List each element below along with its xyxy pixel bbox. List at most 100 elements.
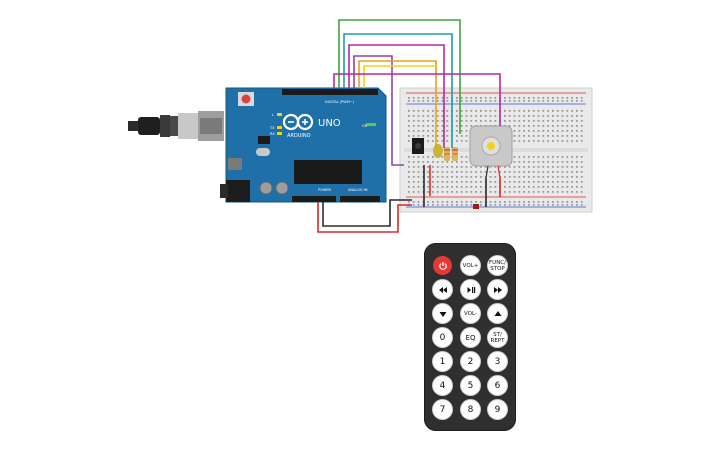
breadboard-hole	[484, 110, 487, 112]
breadboard-hole	[441, 171, 444, 173]
digit-2-button[interactable]: 2	[461, 352, 480, 371]
breadboard-hole	[456, 166, 458, 168]
digit-8-button[interactable]: 8	[461, 400, 480, 419]
fast-forward-button[interactable]	[488, 280, 507, 299]
breadboard-hole	[441, 125, 444, 127]
rewind-button[interactable]	[433, 280, 452, 299]
breadboard-hole	[571, 166, 573, 168]
breadboard-hole	[528, 110, 530, 112]
breadboard-hole	[436, 110, 439, 112]
breadboard-hole	[480, 181, 482, 183]
digit-5-button[interactable]: 5	[461, 376, 480, 395]
analog-header	[340, 196, 380, 202]
ir-receiver[interactable]	[412, 138, 424, 154]
power-button[interactable]	[433, 256, 452, 275]
up-button[interactable]	[488, 304, 507, 323]
breadboard-hole	[465, 191, 468, 193]
digit-4-button[interactable]: 4	[433, 376, 452, 395]
breadboard-hole	[528, 130, 530, 132]
breadboard-hole	[556, 171, 559, 173]
breadboard-hole	[528, 161, 530, 163]
breadboard-hole	[513, 176, 516, 178]
dc-motor[interactable]	[469, 125, 513, 179]
breadboard-hole	[537, 120, 540, 122]
st-rept-button[interactable]: ST/ REPT	[488, 328, 507, 347]
func-stop-button[interactable]: FUNC/ STOP	[488, 256, 507, 275]
wire-green[interactable]	[338, 19, 461, 134]
digit-0-button[interactable]: 0	[433, 328, 452, 347]
wire-magenta-2[interactable]	[333, 73, 501, 126]
wire-yellow[interactable]	[363, 65, 436, 88]
wire-teal[interactable]	[343, 33, 453, 148]
breadboard-hole	[436, 204, 439, 206]
wire-purple[interactable]	[353, 55, 404, 166]
play-pause-button[interactable]	[461, 280, 480, 299]
breadboard-hole	[460, 181, 463, 183]
wire-red-power[interactable]	[317, 202, 412, 233]
wire-magenta-1[interactable]	[348, 44, 445, 148]
breadboard-hole	[484, 171, 487, 173]
vol-minus-button[interactable]: VOL-	[461, 304, 480, 323]
breadboard-hole	[561, 161, 564, 163]
breadboard-hole	[427, 191, 429, 193]
breadboard-hole	[547, 125, 549, 127]
breadboard-hole	[465, 97, 468, 99]
breadboard-hole	[460, 186, 463, 188]
breadboard-hole	[537, 181, 540, 183]
breadboard-hole	[451, 201, 453, 203]
breadboard-hole	[566, 135, 569, 137]
breadboard-hole	[504, 181, 506, 183]
breadboard-hole	[427, 120, 429, 122]
reset-button[interactable]	[241, 94, 251, 104]
breadboard-hole	[537, 97, 540, 99]
led-rx-label: RX	[270, 132, 275, 136]
breadboard-hole	[508, 125, 511, 127]
breadboard-hole	[504, 171, 506, 173]
down-button[interactable]	[433, 304, 452, 323]
breadboard-hole	[580, 130, 583, 132]
breadboard-hole	[571, 156, 573, 158]
digit-1-button[interactable]: 1	[433, 352, 452, 371]
fast-forward-icon	[493, 286, 502, 293]
breadboard-hole	[518, 125, 521, 127]
breadboard-hole	[475, 181, 477, 183]
breadboard-hole	[446, 115, 449, 117]
breadboard-hole	[441, 156, 444, 158]
resistors[interactable]	[444, 147, 458, 161]
digit-7-button[interactable]: 7	[433, 400, 452, 419]
usb-cable[interactable]	[128, 111, 224, 141]
diode[interactable]	[473, 204, 479, 209]
breadboard-hole	[417, 176, 420, 178]
eq-button[interactable]: EQ	[461, 328, 480, 347]
breadboard-hole	[446, 176, 449, 178]
power-jack[interactable]	[226, 180, 250, 202]
breadboard-hole	[427, 115, 429, 117]
digit-3-button[interactable]: 3	[488, 352, 507, 371]
breadboard-hole	[417, 97, 420, 99]
digit-6-button[interactable]: 6	[488, 376, 507, 395]
led[interactable]	[433, 144, 443, 158]
breadboard-hole	[432, 130, 434, 132]
breadboard-hole	[494, 171, 497, 173]
breadboard-hole	[408, 156, 410, 158]
vol-plus-button[interactable]: VOL+	[461, 256, 480, 275]
breadboard-hole	[432, 171, 434, 173]
breadboard-hole	[441, 186, 444, 188]
breadboard-hole	[518, 100, 521, 102]
breadboard-hole	[494, 100, 497, 102]
digit-9-button[interactable]: 9	[488, 400, 507, 419]
breadboard-hole	[571, 171, 573, 173]
breadboard-hole	[460, 204, 463, 206]
breadboard-hole	[532, 191, 535, 193]
wire-black-gnd[interactable]	[322, 199, 412, 227]
breadboard-hole	[576, 191, 578, 193]
arduino-uno[interactable]: ARDUINO UNO L TX RX ON DIGITAL (PWM~) PO…	[220, 87, 387, 203]
breadboard-hole	[489, 100, 492, 102]
breadboard-hole	[556, 135, 559, 137]
breadboard-hole	[566, 191, 569, 193]
breadboard-hole	[412, 176, 415, 178]
breadboard-hole	[408, 125, 410, 127]
breadboard-hole	[580, 201, 583, 203]
breadboard-hole	[532, 186, 535, 188]
